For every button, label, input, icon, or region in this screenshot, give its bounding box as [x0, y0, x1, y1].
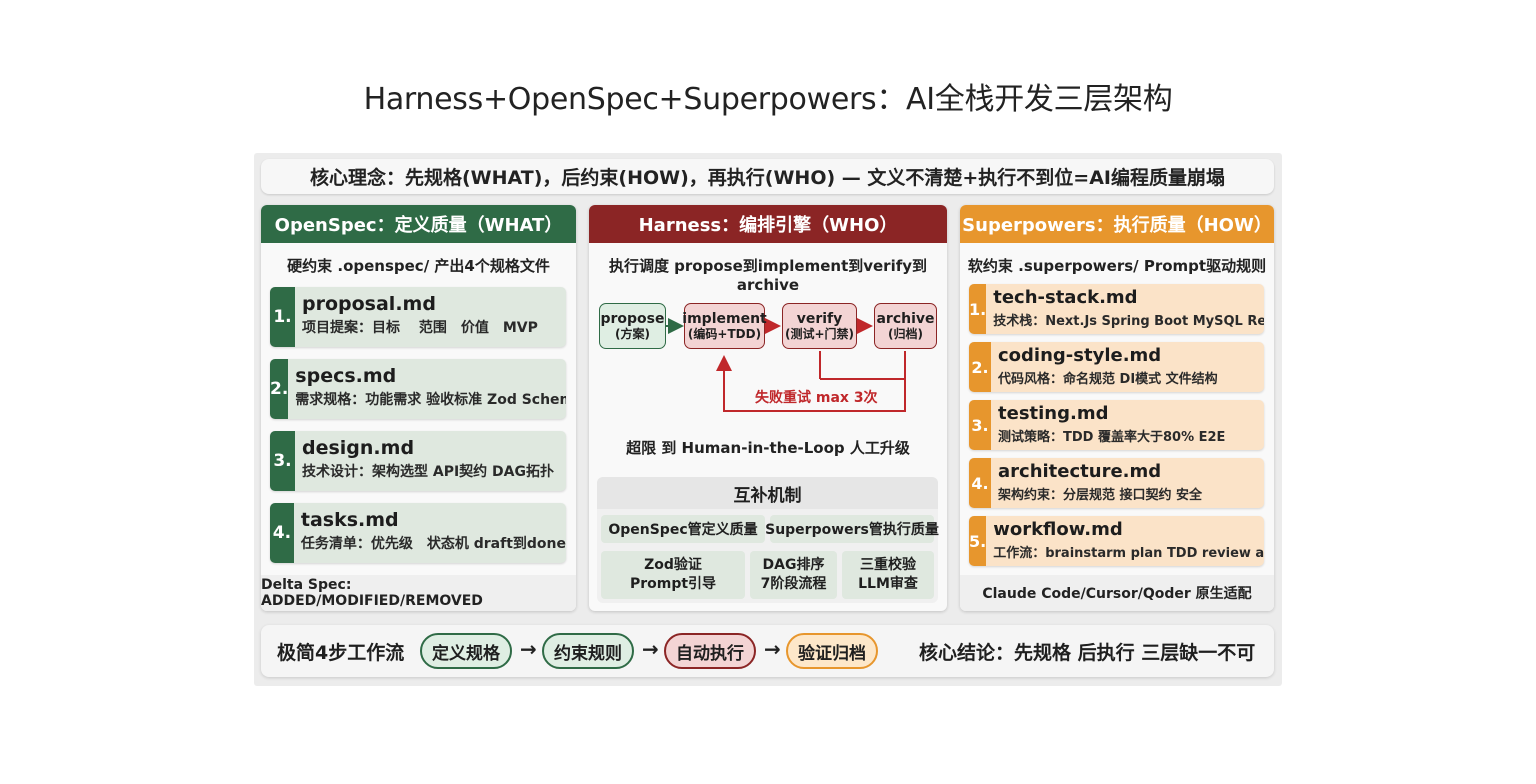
arrow-icon: → [520, 637, 537, 661]
cell-line: LLM审查 [858, 576, 918, 592]
flow-connectors [666, 318, 906, 412]
card-title: tasks.md [300, 509, 399, 531]
card-title: design.md [302, 437, 415, 459]
card-desc: 需求规格：功能需求 验收标准 Zod Schema [295, 392, 566, 408]
mechanism-title: 互补机制 [597, 477, 938, 509]
openspec-card-design: 3. design.md 技术设计：架构选型 API契约 DAG拓扑 [270, 431, 566, 491]
flow-node-archive: archive (归档) [874, 303, 937, 349]
card-number: 3. [969, 400, 991, 450]
mechanism-cell-zod: Zod验证 Prompt引导 [601, 551, 745, 599]
node-sub: (归档) [888, 326, 923, 341]
card-number: 2. [969, 342, 991, 392]
flow-node-implement: implement (编码+TDD) [682, 303, 767, 349]
node-title: verify [796, 310, 843, 327]
card-desc: 工作流：brainstarm plan TDD review archive [993, 546, 1264, 561]
harness-column: Harness：编排引擎（WHO） 执行调度 propose到implement… [589, 205, 947, 611]
card-desc: 架构约束：分层规范 接口契约 安全 [998, 488, 1203, 503]
card-title: architecture.md [998, 461, 1162, 482]
superpowers-card-architecture: 4. architecture.md 架构约束：分层规范 接口契约 安全 [969, 458, 1264, 508]
cell-line: 三重校验 [860, 557, 916, 573]
card-number: 1. [270, 287, 295, 347]
mechanism-cell-triple-check: 三重校验 LLM审查 [842, 551, 934, 599]
workflow-label: 极简4步工作流 [277, 641, 405, 664]
card-number: 5. [969, 516, 987, 566]
harness-subtitle: 执行调度 propose到implement到verify到archive [608, 257, 928, 294]
card-title: proposal.md [302, 293, 436, 315]
core-conclusion: 核心结论：先规格 后执行 三层缺一不可 [919, 641, 1256, 664]
step-define-spec: 定义规格 [420, 633, 512, 669]
arrow-icon: → [764, 637, 781, 661]
openspec-card-tasks: 4. tasks.md 任务清单：优先级 状态机 draft到done [270, 503, 566, 563]
node-title: propose [600, 310, 665, 327]
page-title: Harness+OpenSpec+Superpowers：AI全栈开发三层架构 [363, 82, 1173, 117]
mechanism-tag-superpowers: Superpowers管执行质量 [765, 515, 939, 543]
superpowers-footer: Claude Code/Cursor/Qoder 原生适配 [960, 575, 1274, 611]
card-desc: 测试策略：TDD 覆盖率大于80% E2E [998, 430, 1226, 445]
core-principle-bar: 核心理念：先规格(WHAT)，后约束(HOW)，再执行(WHO) — 文义不清楚… [261, 159, 1274, 194]
openspec-footer: Delta Spec: ADDED/MODIFIED/REMOVED [261, 575, 576, 611]
openspec-card-specs: 2. specs.md 需求规格：功能需求 验收标准 Zod Schema [270, 359, 566, 419]
superpowers-header: Superpowers：执行质量（HOW） [960, 205, 1274, 243]
step-auto-execute: 自动执行 [664, 633, 756, 669]
openspec-card-proposal: 1. proposal.md 项目提案：目标 范围 价值 MVP [270, 287, 566, 347]
workflow-bar: 极简4步工作流 定义规格 → 约束规则 → 自动执行 → 验证归档 核心结论：先… [261, 625, 1274, 677]
card-number: 4. [969, 458, 991, 508]
architecture-board: 核心理念：先规格(WHAT)，后约束(HOW)，再执行(WHO) — 文义不清楚… [254, 153, 1282, 686]
mechanism-tag-openspec: OpenSpec管定义质量 [601, 515, 765, 543]
superpowers-card-coding-style: 2. coding-style.md 代码风格：命名规范 DI模式 文件结构 [969, 342, 1264, 392]
node-title: implement [682, 310, 767, 327]
card-title: coding-style.md [998, 345, 1162, 366]
mechanism-cell-dag: DAG排序 7阶段流程 [750, 551, 837, 599]
card-title: specs.md [295, 365, 397, 387]
arrow-icon: → [642, 637, 659, 661]
card-desc: 技术设计：架构选型 API契约 DAG拓扑 [302, 464, 554, 480]
card-desc: 任务清单：优先级 状态机 draft到done [300, 536, 566, 552]
card-desc: 项目提案：目标 范围 价值 MVP [302, 320, 538, 336]
card-title: tech-stack.md [993, 287, 1138, 308]
cell-line: DAG排序 [762, 557, 825, 573]
card-desc: 技术栈：Next.Js Spring Boot MySQL Redis [993, 314, 1264, 329]
node-sub: (测试+门禁) [784, 326, 855, 341]
card-desc: 代码风格：命名规范 DI模式 文件结构 [998, 372, 1218, 387]
cell-line: Prompt引导 [629, 576, 717, 592]
superpowers-card-tech-stack: 1. tech-stack.md 技术栈：Next.Js Spring Boot… [969, 284, 1264, 334]
retry-label: 失败重试 max 3次 [755, 390, 878, 406]
step-verify-archive: 验证归档 [786, 633, 878, 669]
superpowers-column: Superpowers：执行质量（HOW） 软约束 .superpowers/ … [960, 205, 1274, 611]
superpowers-card-testing: 3. testing.md 测试策略：TDD 覆盖率大于80% E2E [969, 400, 1264, 450]
card-title: testing.md [998, 403, 1109, 424]
human-escalation: 超限 到 Human-in-the-Loop 人工升级 [626, 439, 910, 457]
flow-node-propose: propose (方案) [599, 303, 666, 349]
superpowers-subtitle: 软约束 .superpowers/ Prompt驱动规则 [967, 257, 1267, 275]
openspec-header: OpenSpec：定义质量（WHAT） [261, 205, 576, 243]
node-sub: (方案) [615, 326, 650, 341]
card-number: 1. [969, 284, 987, 334]
openspec-subtitle: 硬约束 .openspec/ 产出4个规格文件 [287, 257, 550, 275]
cell-line: 7阶段流程 [760, 576, 827, 592]
card-number: 2. [270, 359, 289, 419]
node-title: archive [876, 310, 935, 327]
complement-mechanism: 互补机制 OpenSpec管定义质量 Superpowers管执行质量 Zod验… [597, 477, 939, 603]
card-title: workflow.md [993, 519, 1123, 540]
step-constrain-rules: 约束规则 [542, 633, 634, 669]
harness-flow: propose (方案) implement (编码+TDD) verify (… [589, 289, 947, 419]
retry-loop [716, 351, 906, 412]
node-sub: (编码+TDD) [687, 326, 762, 341]
card-number: 4. [270, 503, 294, 563]
cell-line: Zod验证 [644, 557, 702, 573]
card-number: 3. [270, 431, 295, 491]
flow-node-verify: verify (测试+门禁) [782, 303, 857, 349]
superpowers-card-workflow: 5. workflow.md 工作流：brainstarm plan TDD r… [969, 516, 1264, 566]
openspec-column: OpenSpec：定义质量（WHAT） 硬约束 .openspec/ 产出4个规… [261, 205, 576, 611]
harness-header: Harness：编排引擎（WHO） [589, 205, 947, 243]
